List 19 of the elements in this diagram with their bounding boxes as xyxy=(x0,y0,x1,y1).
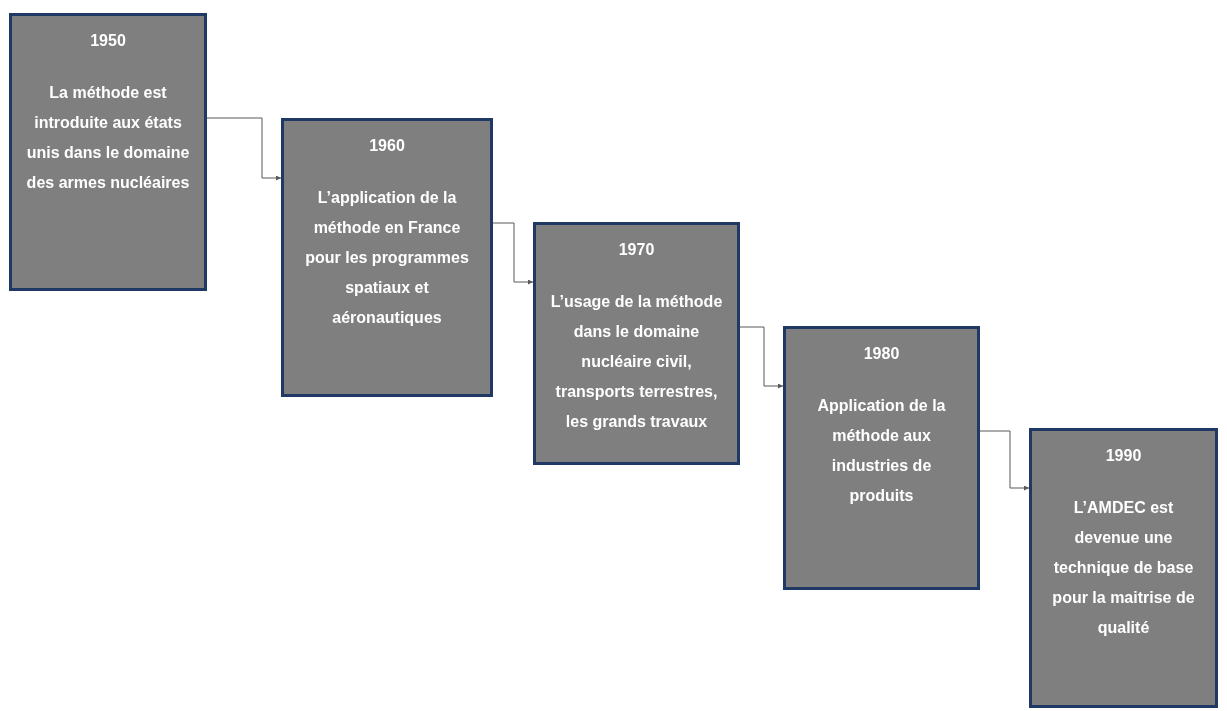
description-text: L’usage de la méthode dans le domaine nucléaire civil, transports terrestres, les grands travaux xyxy=(549,292,724,432)
timeline-box xyxy=(783,326,980,590)
description-text: L’AMDEC est devenue une technique de base pour la maitrise de qualité xyxy=(1051,498,1196,638)
timeline-box xyxy=(533,222,740,465)
year-label: 1990 xyxy=(1104,446,1143,466)
timeline-box xyxy=(9,13,207,291)
arrow xyxy=(739,326,784,389)
arrow xyxy=(979,430,1030,491)
arrow xyxy=(492,222,534,285)
description-text: La méthode est introduite aux états unis dans le domaine des armes nucléaires xyxy=(25,83,191,193)
description-text: Application de la méthode aux industries de produits xyxy=(816,396,947,506)
description-text: L’application de la méthode en France pour les programmes spatiaux et aéronautiques xyxy=(304,188,470,328)
year-label: 1970 xyxy=(617,240,656,260)
timeline-box xyxy=(1029,428,1218,708)
timeline-box xyxy=(281,118,493,397)
arrow xyxy=(206,117,282,181)
year-label: 1980 xyxy=(862,344,901,364)
year-label: 1950 xyxy=(89,31,127,51)
year-label: 1960 xyxy=(368,136,406,156)
